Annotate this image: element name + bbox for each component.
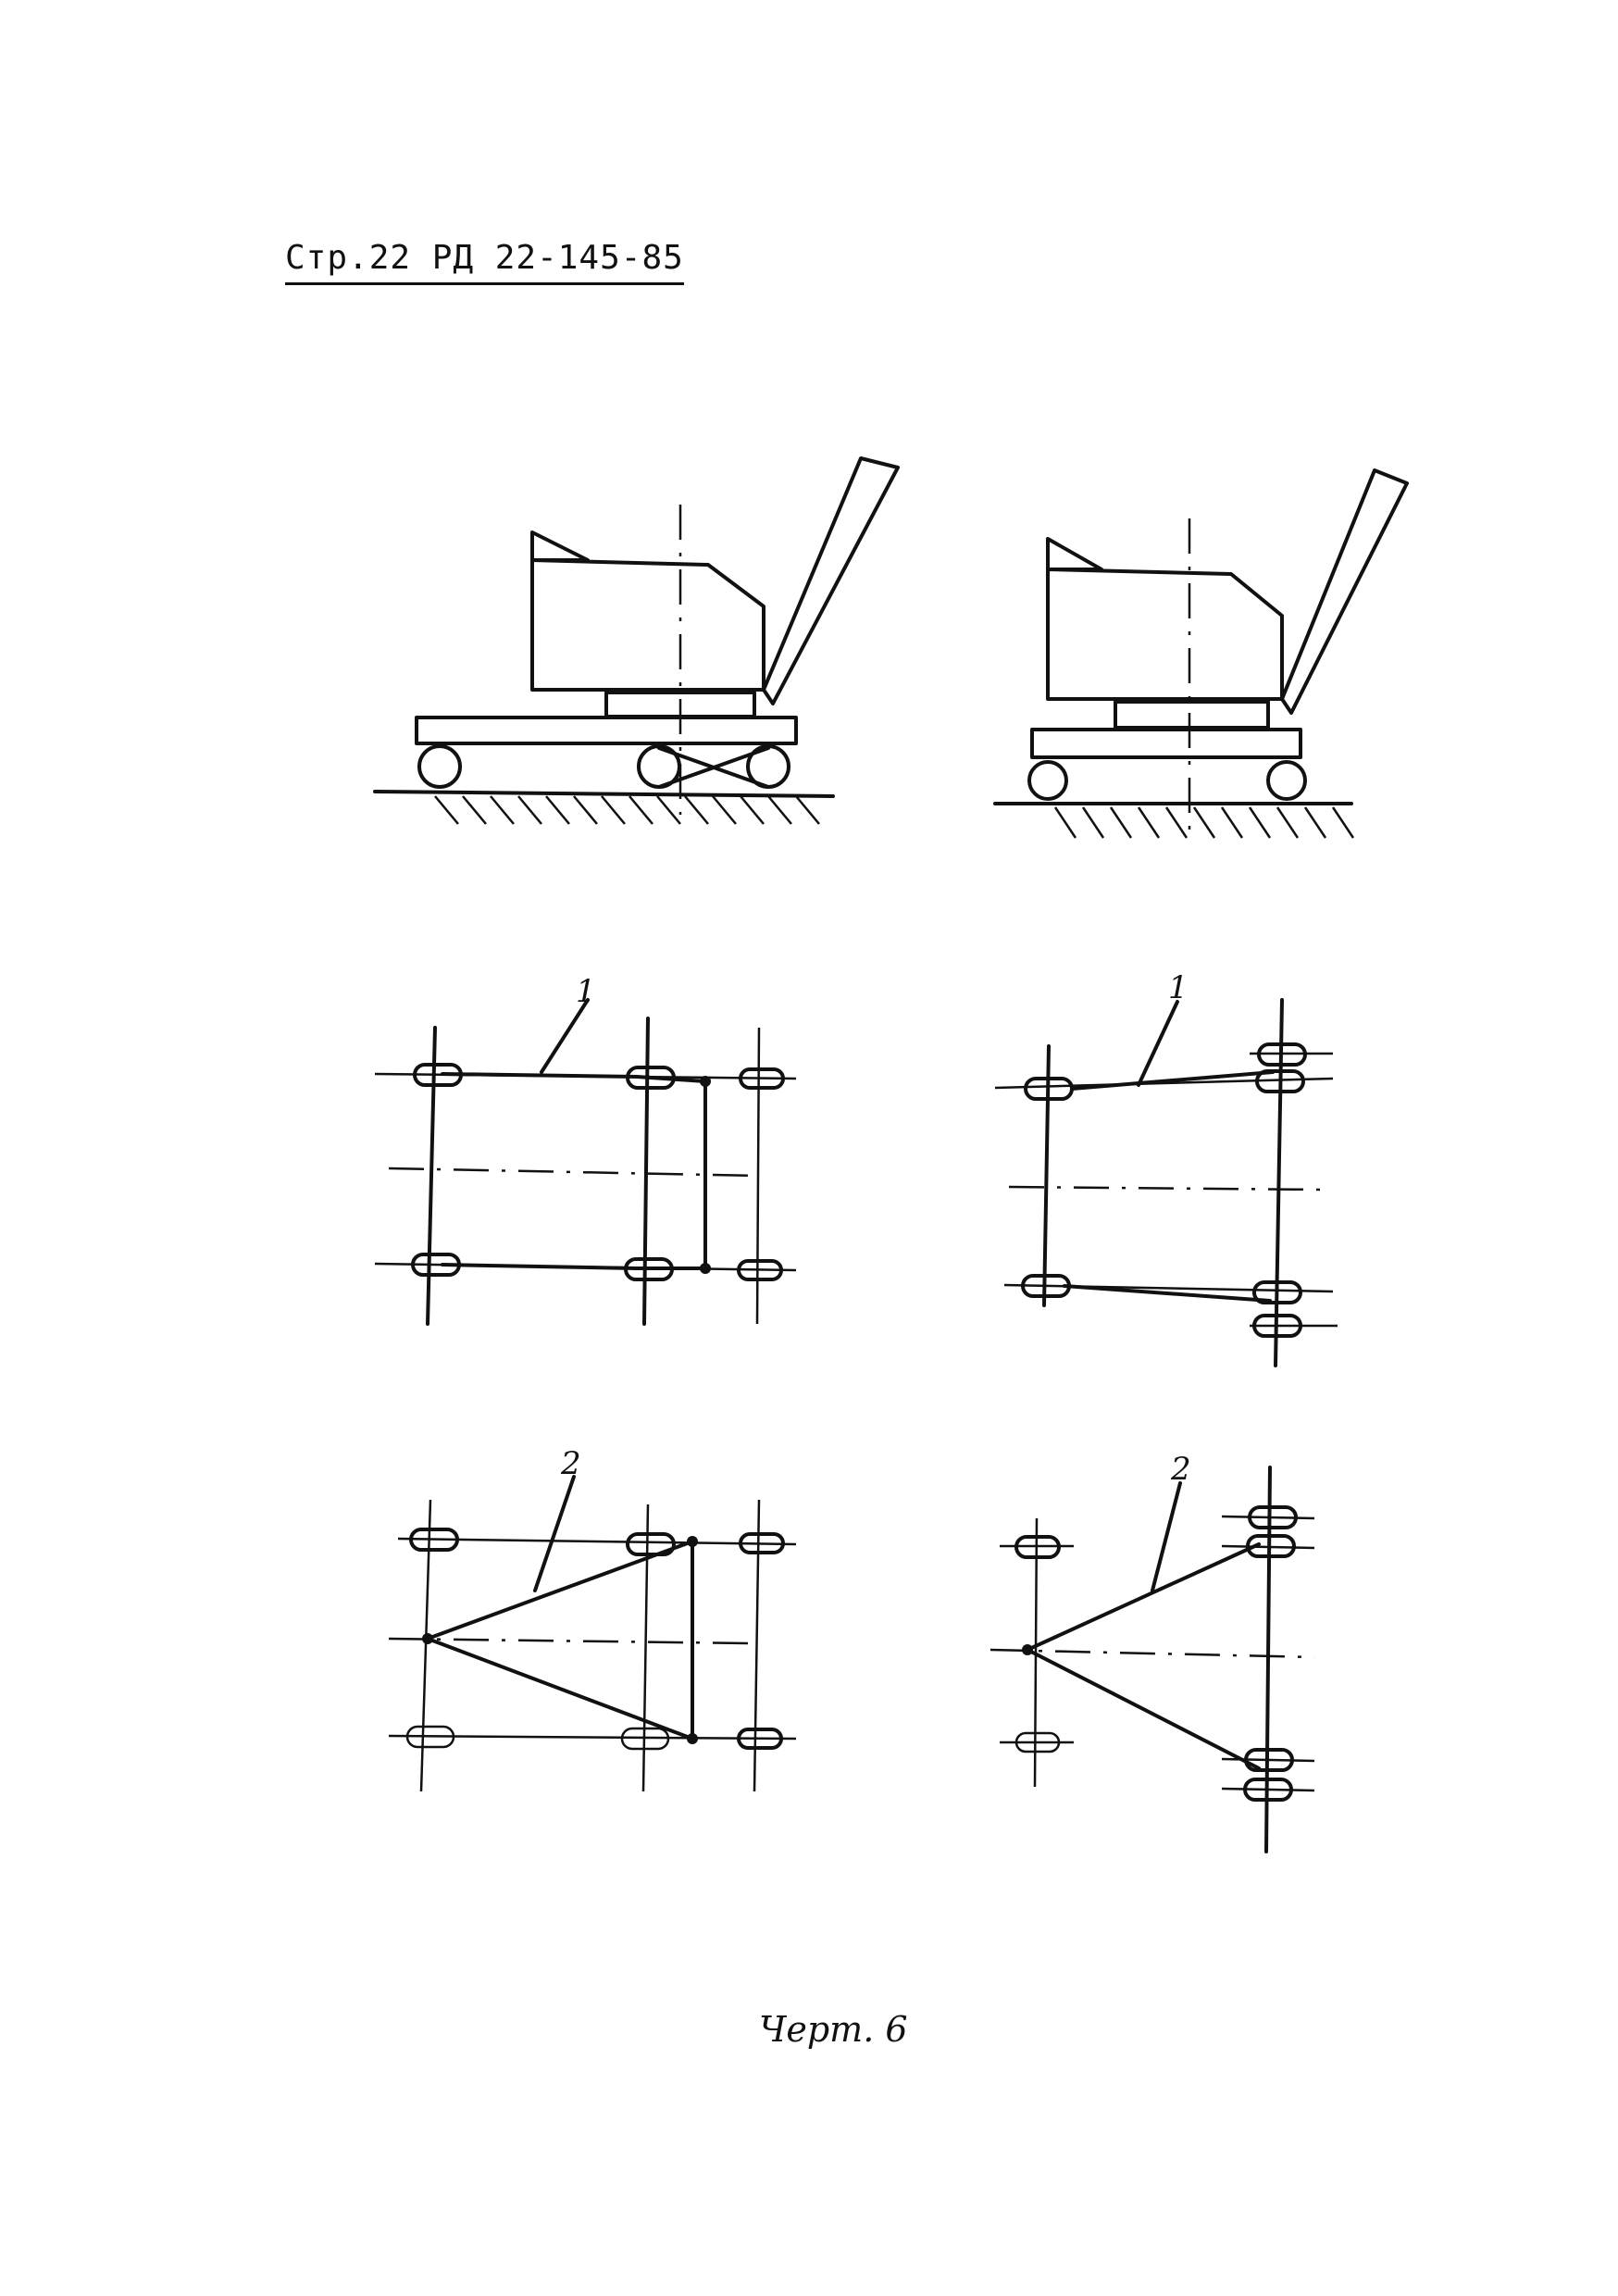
plan-view-diagonal-tie: 1 xyxy=(994,969,1338,1367)
page-header: Стр.22 РД 22-145-85 xyxy=(285,239,684,285)
plan-view-triangular-tie-left: 2 xyxy=(388,1445,797,1792)
crane-side-view-left xyxy=(373,456,900,825)
callout-1-right: 1 xyxy=(1168,969,1189,1006)
crane-side-view-right xyxy=(993,468,1409,839)
callout-2-left: 2 xyxy=(560,1445,581,1482)
callout-1-left: 1 xyxy=(576,973,596,1010)
callout-2-right: 2 xyxy=(1170,1451,1191,1488)
plan-view-triangular-tie-right: 2 xyxy=(989,1451,1315,1853)
plan-view-rectangular-tie: 1 xyxy=(374,973,797,1326)
figure-caption: Черт. 6 xyxy=(759,2009,908,2050)
